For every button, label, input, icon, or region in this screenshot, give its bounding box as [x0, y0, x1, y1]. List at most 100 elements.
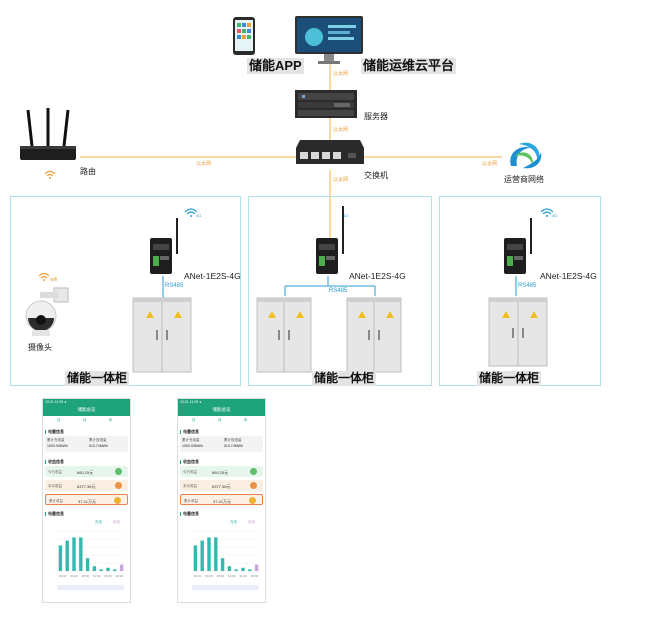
x-tick-label: 12:00	[93, 574, 101, 578]
router-label: 路由	[80, 167, 96, 176]
app-screen-2: 10:21 11:09 ● 储能总览 日 月 年 电量信息 累计充电量 1000…	[177, 398, 266, 603]
status-time: 10:21 11:09 ●	[180, 400, 202, 404]
section-income: 收益信息	[45, 459, 64, 465]
x-tick-label: 16:00	[104, 574, 112, 578]
money-icon	[249, 497, 256, 504]
operator-label: 运营商网络	[504, 175, 544, 184]
storage-cabinet-icon	[346, 297, 402, 373]
bar-充电-1	[200, 540, 204, 571]
signal-4g-label-2: 4G	[343, 213, 349, 218]
tab-day[interactable]: 日	[57, 418, 61, 422]
income-today-value: 660.25元	[77, 469, 94, 475]
x-tick-label: 20:00	[116, 574, 124, 578]
switch-label: 交换机	[364, 171, 388, 180]
bar-充电-1	[65, 540, 69, 571]
chart-scrollbar[interactable]	[57, 585, 124, 590]
bar-充电-6	[99, 569, 103, 571]
income-row-total[interactable]: 累计收益 37.41万元	[180, 494, 263, 505]
legend-discharge: 放电	[113, 520, 120, 524]
energy-card: 累计充电量 1000.00MWh 累计放电量 513.74MWh	[180, 436, 263, 452]
discharge-value: 513.74MWh	[224, 444, 243, 448]
storage-cabinet-icon	[488, 297, 548, 367]
tab-month[interactable]: 月	[218, 418, 222, 422]
x-tick-label: 04:00	[205, 574, 213, 578]
income-row-today[interactable]: 今日收益 660.25元	[45, 466, 128, 477]
money-icon	[115, 468, 122, 475]
x-tick-label: 20:00	[251, 574, 259, 578]
charge-key: 累计充电量	[47, 438, 65, 442]
income-month-value: 6377.36元	[212, 483, 231, 489]
income-row-today[interactable]: 今日收益 660.25元	[180, 466, 263, 477]
bar-充电-4	[85, 558, 90, 571]
app-title: 储能总览	[77, 407, 96, 412]
charge-key: 累计充电量	[182, 438, 200, 442]
server-label: 服务器	[364, 112, 388, 121]
cloud-platform-label: 储能运维云平台	[361, 58, 457, 74]
section-chart: 电量信息	[180, 511, 199, 517]
bar-充电-3	[79, 537, 83, 571]
bar-充电-8	[113, 569, 117, 571]
bar-充电-7	[241, 567, 245, 571]
income-total-value: 37.41万元	[78, 498, 97, 504]
income-month-key: 本月收益	[48, 484, 62, 488]
tab-month[interactable]: 月	[83, 418, 87, 422]
link-label-operator: 以太网	[482, 161, 498, 167]
x-tick-label: 08:00	[82, 574, 90, 578]
charge-value: 1000.00MWh	[47, 444, 68, 448]
discharge-value: 513.74MWh	[89, 444, 108, 448]
income-row-month[interactable]: 本月收益 6377.36元	[180, 480, 263, 491]
rs485-label-1: RS485	[165, 283, 184, 289]
cabinet-title-1: 储能一体柜	[65, 371, 130, 386]
server-icon	[295, 90, 357, 118]
income-month-key: 本月收益	[183, 484, 197, 488]
x-tick-label: 16:00	[239, 574, 247, 578]
camera-wifi-icon	[38, 272, 50, 281]
mobile-app-icon	[233, 17, 255, 55]
money-icon	[115, 482, 122, 489]
section-energy: 电量信息	[45, 429, 64, 435]
income-total-value: 37.41万元	[213, 498, 232, 504]
period-tabs[interactable]: 日 月 年	[43, 416, 130, 424]
chart-scrollbar[interactable]	[192, 585, 259, 590]
legend-charge: 充电	[230, 520, 237, 524]
bar-充电-4	[220, 558, 225, 571]
cabinet-title-2: 储能一体柜	[312, 371, 377, 386]
camera-wifi-label: wifi	[50, 277, 58, 283]
income-row-month[interactable]: 本月收益 6377.36元	[45, 480, 128, 491]
app-header: 10:21 11:09 ● 储能总览	[178, 399, 265, 416]
router-wifi-icon	[44, 170, 56, 179]
money-icon	[114, 497, 121, 504]
device-label-3: ANet-1E2S-4G	[540, 271, 597, 281]
income-today-key: 今日收益	[48, 470, 62, 474]
bar-充电-0	[58, 545, 63, 571]
link-label-switch-down: 以太网	[333, 177, 349, 183]
income-row-total[interactable]: 累计收益 37.41万元	[45, 494, 128, 505]
rs485-label-2: RS485	[329, 288, 348, 294]
router-icon	[20, 108, 76, 160]
income-total-key: 累计收益	[184, 499, 198, 503]
app-title: 储能总览	[212, 407, 231, 412]
camera-label: 摄像头	[28, 343, 52, 352]
tab-year[interactable]: 年	[109, 418, 113, 422]
income-today-value: 660.25元	[212, 469, 229, 475]
legend-discharge: 放电	[248, 520, 255, 524]
section-energy: 电量信息	[180, 429, 199, 435]
tab-day[interactable]: 日	[192, 418, 196, 422]
link-label-router: 以太网	[196, 161, 212, 167]
x-tick-label: 08:00	[217, 574, 225, 578]
tab-year[interactable]: 年	[244, 418, 248, 422]
x-tick-label: 00:00	[59, 574, 67, 578]
legend-charge: 充电	[95, 520, 102, 524]
signal-4g-icon	[184, 208, 198, 217]
bar-充电-7	[106, 567, 110, 571]
bar-放电-9	[119, 564, 124, 571]
period-tabs[interactable]: 日 月 年	[178, 416, 265, 424]
gateway-device-icon	[504, 218, 532, 274]
bar-充电-3	[214, 537, 218, 571]
bar-充电-6	[234, 569, 238, 571]
storage-cabinet-icon	[256, 297, 312, 373]
cabinet-title-3: 储能一体柜	[477, 371, 542, 386]
